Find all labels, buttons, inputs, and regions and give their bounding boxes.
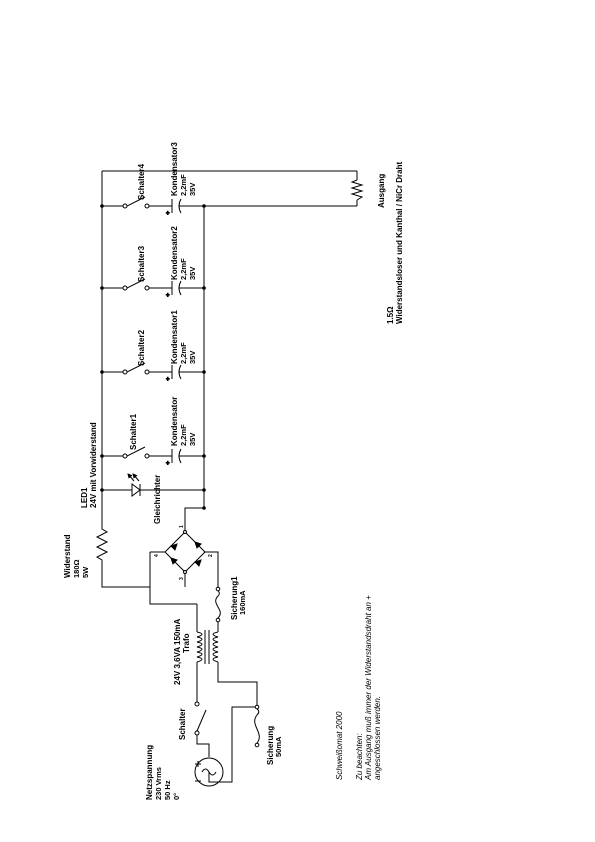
fuse-secondary-symbol [215,586,221,623]
switch-1-label: Schalter1 [129,413,138,450]
junction-dots [100,204,206,510]
fuse-primary-rating-label: 50mA [274,736,283,757]
notes-line-1: Am Ausgang muß immer der Widerstandsdrah… [364,595,373,781]
resistor-value-label: 180Ω [72,559,81,578]
capacitor-4-value: 2,2mF [179,174,188,196]
svg-text:+: + [166,211,170,217]
capacitor-2-symbol: + [166,364,182,384]
resistor-power-label: 5W [81,566,90,578]
notes-title: Schweißomat 2000 [335,711,344,780]
output-value-label: 1.5Ω [386,306,395,324]
output-description-label: Widerstandsloser und Kanthal / NiCr Drah… [395,161,404,324]
capacitor-3-name: Kondensator2 [170,226,179,280]
main-switch-symbol [194,701,207,736]
source-name-label: Netzspannung [145,745,154,800]
fuse-secondary-name-label: Sicherung1 [230,576,239,620]
resistor-name-label: Widerstand [63,534,72,578]
source-phase-label: 0° [172,793,181,800]
output-resistor-symbol [350,179,364,201]
capacitor-1-symbol: + [166,448,182,468]
switch-2-symbol [122,362,150,375]
fuse-primary-name-label: Sicherung [266,726,275,765]
main-switch-label: Schalter [178,708,187,740]
ac-source-symbol [194,757,224,787]
rectifier-symbol [150,530,206,574]
transformer-rating-label: 24V 3,6VA 150mA [173,619,182,685]
output-name-label: Ausgang [377,174,386,208]
capacitor-1-value: 2,2mF [179,424,188,446]
capacitor-3-symbol: + [166,280,182,300]
capacitor-3-voltage: 35V [188,267,197,280]
led-spec-label: 24V mit Vorwiderstand [89,422,98,508]
capacitor-2-name: Kondensator1 [170,310,179,364]
capacitor-1-voltage: 35V [188,433,197,446]
transformer-name-label: Trafo [182,633,191,653]
switch-4-label: Schalter4 [137,163,146,200]
led-symbol [124,473,144,497]
rectifier-pin-3: 3 [179,577,185,580]
capacitor-1-name: Kondensator [170,397,179,446]
capacitor-4-voltage: 35V [188,183,197,196]
source-voltage-label: 230 Vrms [154,767,163,800]
switch-3-symbol [122,278,150,291]
svg-text:+: + [166,293,170,299]
led-name-label: LED1 [80,487,89,508]
fuse-primary-symbol [254,704,260,748]
svg-text:+: + [166,377,170,383]
switch-4-symbol [122,196,150,209]
fuse-secondary-rating-label: 160mA [238,590,247,615]
switch-1-symbol [122,446,150,459]
capacitor-4-symbol: + [166,198,204,218]
notes-heading: Zu beachten: [355,733,364,781]
resistor-symbol [95,527,109,565]
svg-text:+: + [166,461,170,467]
transformer-symbol [196,630,219,664]
rectifier-label: Gleichrichter [153,475,162,524]
rectifier-pin-4: 4 [154,554,160,557]
capacitor-3-value: 2,2mF [179,258,188,280]
capacitor-2-voltage: 35V [188,351,197,364]
source-frequency-label: 50 Hz [163,780,172,800]
switch-3-label: Schalter3 [137,245,146,282]
rectifier-pin-2: 2 [208,554,214,557]
capacitor-2-value: 2,2mF [179,342,188,364]
switch-2-label: Schalter2 [137,329,146,366]
rectifier-pin-1: 1 [179,525,185,528]
capacitor-4-name: Kondensator3 [170,142,179,196]
notes-line-2: angeschlossen werden. [373,696,382,780]
